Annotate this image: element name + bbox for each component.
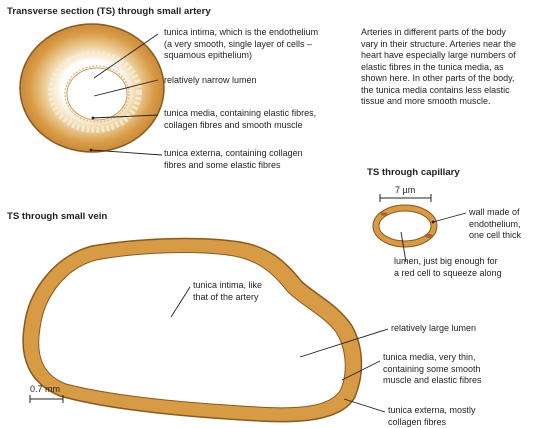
vein-intima-label: tunica intima, like that of the artery — [193, 280, 262, 303]
capillary-wall-leader — [433, 213, 466, 222]
artery-externa-label: tunica externa, containing collagen fibr… — [164, 148, 303, 171]
capillary-wall-label: wall made of endothelium, one cell thick — [469, 207, 521, 242]
leader-dot — [92, 117, 95, 120]
vein-externa-leader — [344, 399, 385, 412]
capillary-lumen-label: lumen, just big enough for a red cell to… — [394, 256, 502, 279]
capillary-cross-section — [373, 194, 437, 247]
artery-heading: Transverse section (TS) through small ar… — [7, 6, 211, 17]
vein-media-label: tunica media, very thin, containing some… — [383, 352, 482, 387]
artery-media-label: tunica media, containing elastic fibres,… — [164, 108, 316, 131]
capillary-nucleus — [425, 234, 433, 238]
vein-heading: TS through small vein — [7, 211, 107, 222]
capillary-heading: TS through capillary — [367, 167, 460, 178]
leader-dot — [432, 221, 435, 224]
capillary-scale-label: 7 µm — [395, 185, 415, 197]
vein-cross-section — [23, 239, 361, 422]
artery-cross-section — [20, 24, 164, 152]
capillary-nucleus — [381, 212, 388, 216]
vein-externa-label: tunica externa, mostly collagen fibres — [388, 405, 476, 428]
vein-lumen — [39, 253, 346, 408]
artery-externa-leader — [91, 150, 162, 155]
vein-scale-label: 0.7 mm — [30, 384, 60, 396]
vein-lumen-label: relatively large lumen — [391, 323, 476, 335]
artery-lumen-label: relatively narrow lumen — [164, 75, 257, 87]
artery-intima-label: tunica intima, which is the endothelium … — [164, 27, 318, 62]
leader-dot — [90, 149, 93, 152]
artery-note-paragraph: Arteries in different parts of the body … — [361, 27, 516, 108]
